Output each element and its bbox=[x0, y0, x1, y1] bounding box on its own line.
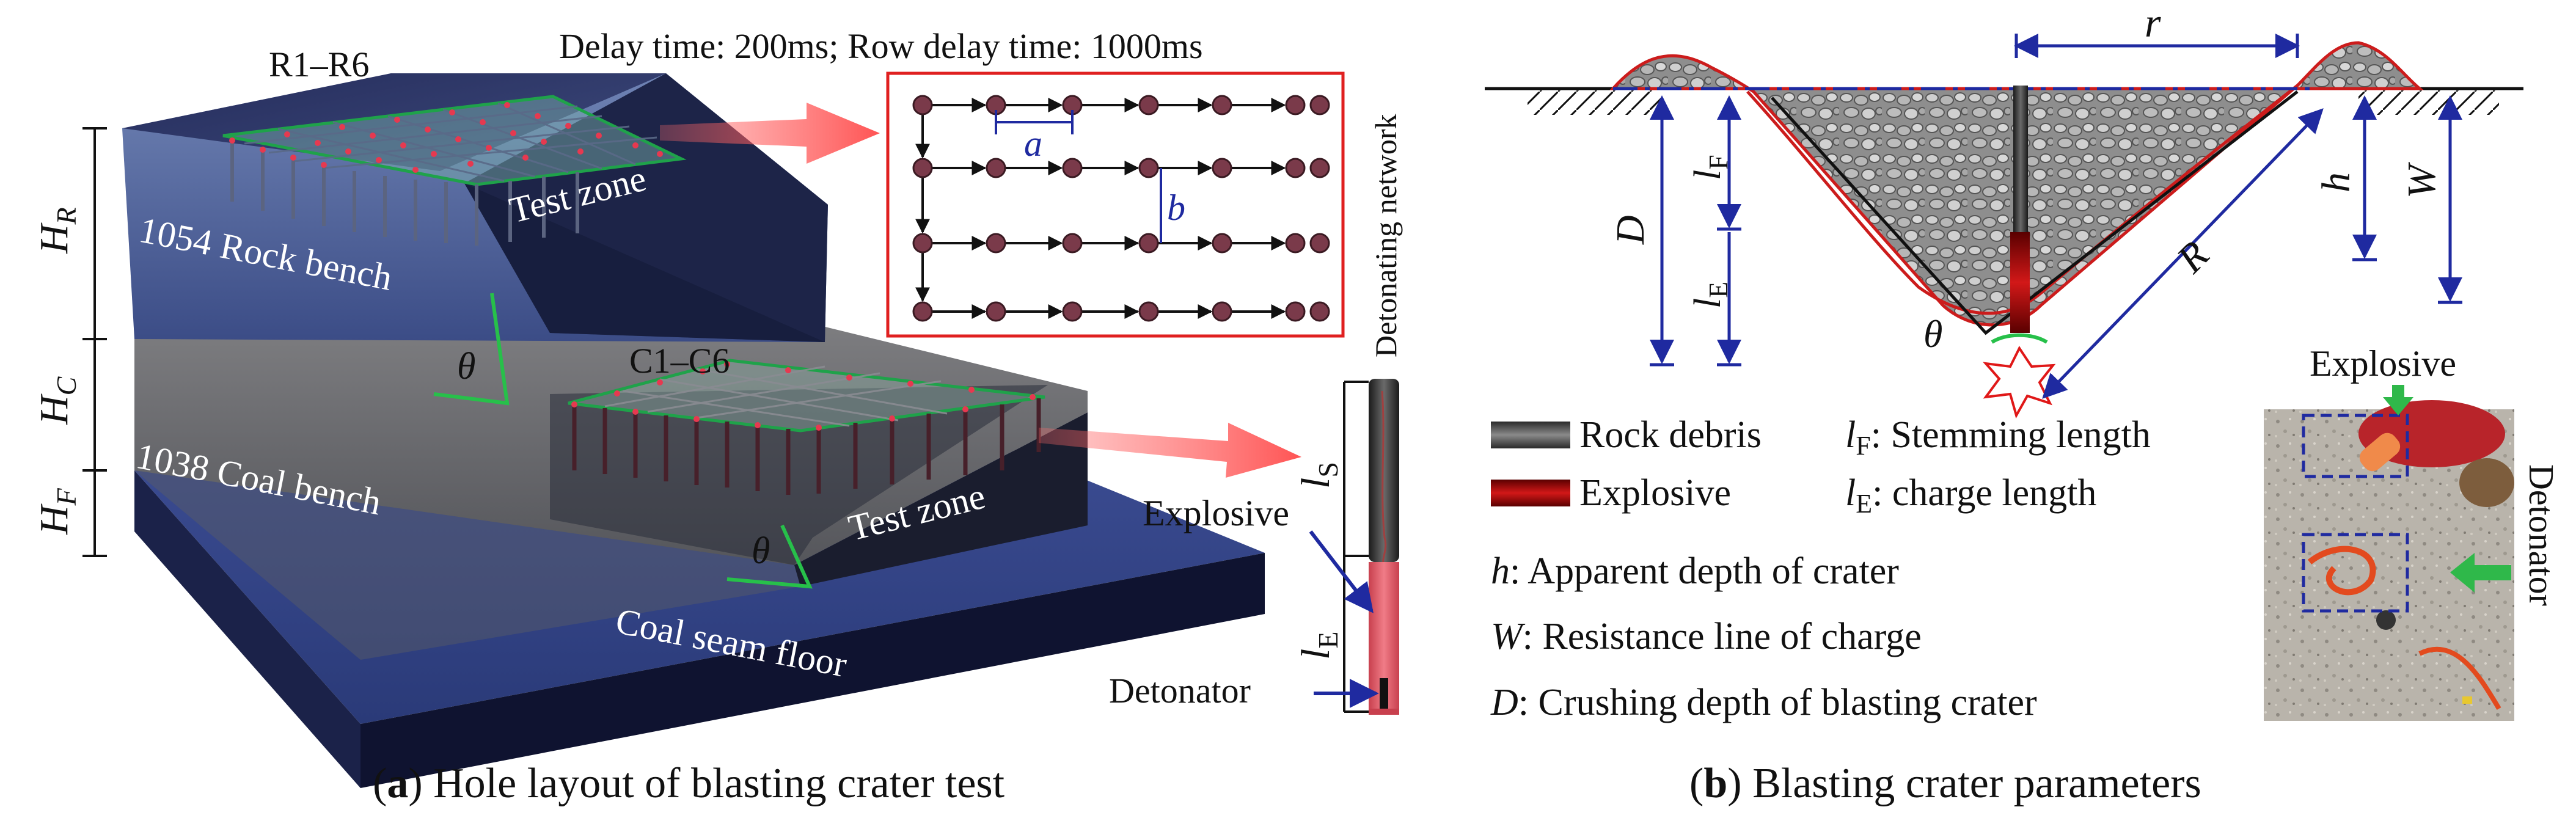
rock-zone-arrow bbox=[660, 103, 880, 164]
network-hole bbox=[1285, 95, 1306, 115]
explosive-swatch bbox=[1491, 480, 1570, 506]
blast-star bbox=[1983, 346, 2056, 419]
detonating-network-label: Detonating network bbox=[1369, 114, 1403, 357]
network-hole bbox=[1062, 158, 1083, 178]
network-hole bbox=[1062, 233, 1083, 254]
network-hole bbox=[986, 301, 1006, 322]
network-hole bbox=[912, 301, 933, 322]
field-photo bbox=[2264, 385, 2514, 721]
network-hole bbox=[1212, 95, 1232, 115]
svg-text:lE: lE bbox=[1687, 282, 1733, 309]
svg-text:lE: lE bbox=[1293, 632, 1344, 660]
explosive-photo-arrow bbox=[2383, 385, 2413, 415]
coal-zone-arrow bbox=[1039, 423, 1301, 478]
legend: Rock debris Explosive lF: Stemming lengt… bbox=[1491, 414, 2151, 519]
network-hole bbox=[912, 233, 933, 254]
charge bbox=[2010, 232, 2030, 333]
photo-detonator-label: Detonator bbox=[2522, 464, 2561, 606]
legend-charge: lE: charge length bbox=[1845, 472, 2096, 519]
lF-label: lF bbox=[1687, 155, 1733, 180]
delay-time-label: Delay time: 200ms; Row delay time: 1000m… bbox=[559, 26, 1203, 66]
network-hole bbox=[1309, 233, 1330, 254]
explosive-box bbox=[2302, 414, 2409, 478]
height-bracket bbox=[82, 127, 107, 557]
svg-text:HC: HC bbox=[32, 376, 82, 425]
spacing-b-label: b bbox=[1167, 188, 1185, 228]
h-c-label: HC bbox=[32, 376, 82, 425]
network-hole bbox=[1138, 95, 1159, 115]
network-hole bbox=[986, 233, 1006, 254]
legend-stemming: lF: Stemming length bbox=[1845, 414, 2151, 461]
legend-explosive: Explosive bbox=[1579, 472, 1731, 514]
panel-a: Delay time: 200ms; Row delay time: 1000m… bbox=[32, 26, 1403, 807]
svg-text:HR: HR bbox=[32, 207, 82, 254]
rock-theta-label: θ bbox=[457, 346, 475, 387]
photo-explosive-label: Explosive bbox=[2310, 343, 2456, 384]
detonator-photo-arrow bbox=[2450, 553, 2511, 593]
spacing-a-dimension bbox=[995, 110, 1074, 134]
l-s-label: lS bbox=[1293, 462, 1344, 489]
rock-test-zone-grid bbox=[222, 95, 687, 246]
dimension-lines bbox=[1650, 34, 2462, 399]
spacing-a-label: a bbox=[1024, 123, 1042, 164]
rock-slope-angle bbox=[433, 293, 510, 406]
def-w: W: Resistance line of charge bbox=[1491, 616, 1922, 657]
network-hole bbox=[1212, 233, 1232, 254]
l-e-label: lE bbox=[1293, 632, 1344, 660]
h-label: h bbox=[2314, 172, 2358, 192]
explosive-leader bbox=[1309, 530, 1374, 613]
network-hole bbox=[1138, 233, 1159, 254]
theta-b-label: θ bbox=[1923, 312, 1942, 356]
def-d: D: Crushing depth of blasting crater bbox=[1490, 682, 2037, 723]
network-hole bbox=[1212, 301, 1232, 322]
detonator-box bbox=[2302, 533, 2409, 613]
coal-test-zone-grid bbox=[568, 359, 1045, 495]
W-label: W bbox=[2399, 162, 2444, 199]
caption-a: (a) Hole layout of blasting crater test bbox=[373, 760, 1005, 807]
svg-text:lS: lS bbox=[1293, 462, 1344, 489]
network-hole bbox=[1285, 158, 1306, 178]
rock-rows-label: R1–R6 bbox=[269, 45, 369, 84]
network-hole bbox=[1062, 301, 1083, 322]
caption-b: (b) Blasting crater parameters bbox=[1689, 760, 2201, 807]
charge-column bbox=[1343, 379, 1399, 715]
network-hole bbox=[912, 95, 933, 115]
network-hole bbox=[1138, 158, 1159, 178]
rock-debris-swatch bbox=[1491, 422, 1570, 448]
h-f-label: HF bbox=[32, 488, 82, 535]
coal-slope-angle bbox=[726, 524, 813, 589]
D-label: D bbox=[1608, 215, 1653, 245]
lE-label: lE bbox=[1687, 282, 1733, 309]
coal-bench bbox=[134, 324, 1088, 660]
panel-b: r R D lF lE h W θ Rock debris Explosive … bbox=[1485, 0, 2561, 807]
coal-rows-label: C1–C6 bbox=[629, 341, 730, 381]
svg-text:lF: lF bbox=[1687, 155, 1733, 180]
coal-theta-label: θ bbox=[752, 530, 770, 572]
explosive-label: Explosive bbox=[1143, 493, 1289, 533]
r-label: r bbox=[2145, 0, 2161, 46]
network-hole bbox=[1212, 158, 1232, 178]
svg-text:HF: HF bbox=[32, 488, 82, 535]
network-hole bbox=[1309, 95, 1330, 115]
network-hole bbox=[1309, 158, 1330, 178]
detonating-network-inset bbox=[886, 71, 1345, 338]
def-h: h: Apparent depth of crater bbox=[1491, 550, 1899, 592]
network-hole bbox=[1285, 301, 1306, 322]
network-hole bbox=[1138, 301, 1159, 322]
network-hole bbox=[912, 158, 933, 178]
network-hole bbox=[1309, 301, 1330, 322]
detonator-label: Detonator bbox=[1109, 671, 1251, 710]
h-r-label: HR bbox=[32, 207, 82, 254]
R-label: R bbox=[2168, 232, 2217, 282]
crater-angle-arc bbox=[1991, 333, 2048, 344]
network-hole bbox=[986, 158, 1006, 178]
network-hole bbox=[1285, 233, 1306, 254]
stemming-column bbox=[2013, 86, 2028, 235]
legend-rock-debris: Rock debris bbox=[1579, 414, 1762, 456]
